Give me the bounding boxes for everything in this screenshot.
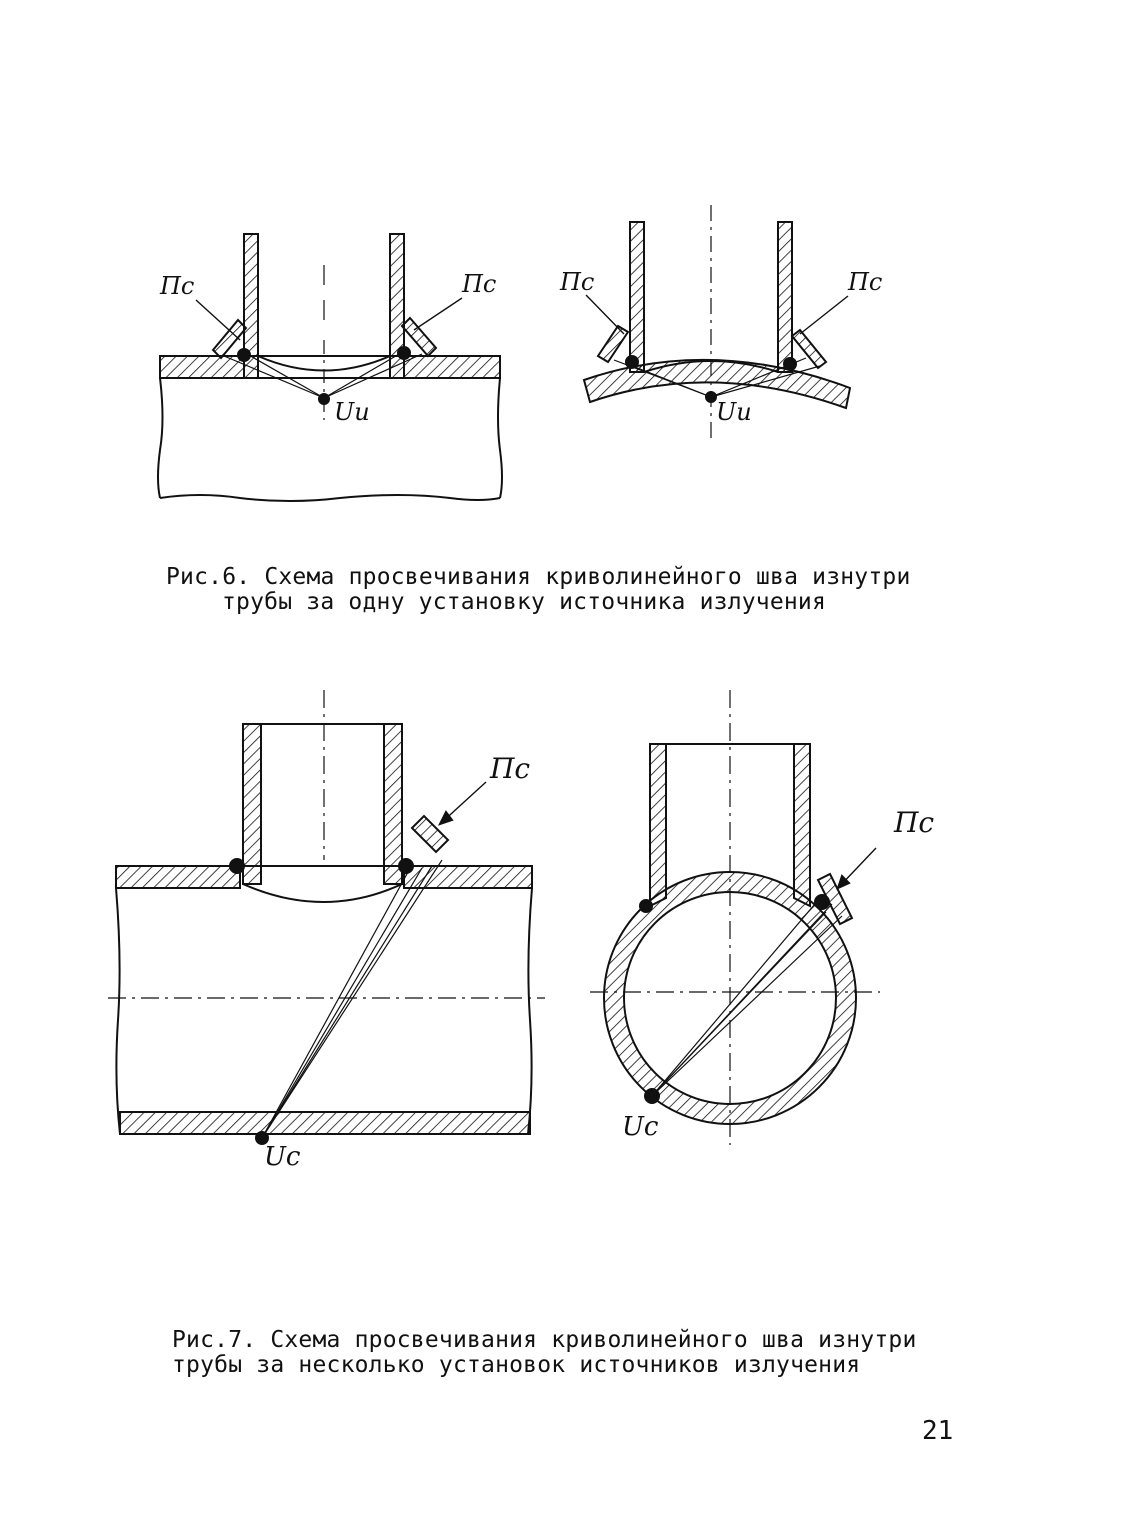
- fig6-right-film-label: Пс: [560, 268, 595, 296]
- fig7-right-film-label: Пс: [894, 806, 935, 839]
- page-number: 21: [922, 1416, 954, 1446]
- fig6-left-source-label: Uu: [334, 398, 370, 426]
- fig6-right-saddle-drawing: [582, 205, 852, 440]
- fig6-left-tee-drawing: [157, 233, 503, 502]
- fig7-right-source-label: Uc: [622, 1112, 659, 1142]
- fig6-caption-line2: трубы за одну установку источника излуче…: [222, 589, 827, 615]
- fig6-caption-line1: Рис.6. Схема просвечивания криволинейног…: [166, 564, 911, 590]
- fig6-left-film-label-right: Пс: [462, 270, 497, 298]
- fig7-caption-line1: Рис.7. Схема просвечивания криволинейног…: [172, 1327, 917, 1353]
- fig7-caption-line2: трубы за несколько установок источников …: [172, 1352, 861, 1378]
- fig7-right-cross-section-drawing: [590, 690, 880, 1145]
- fig6-right-source-label: Uu: [716, 398, 752, 426]
- fig6-right-film-label-right: Пс: [848, 268, 883, 296]
- fig7-left-source-label: Uc: [264, 1142, 301, 1172]
- fig7-left-film-label: Пс: [490, 752, 531, 785]
- fig6-left-film-label: Пс: [160, 272, 195, 300]
- fig7-left-tee-drawing: [108, 690, 545, 1145]
